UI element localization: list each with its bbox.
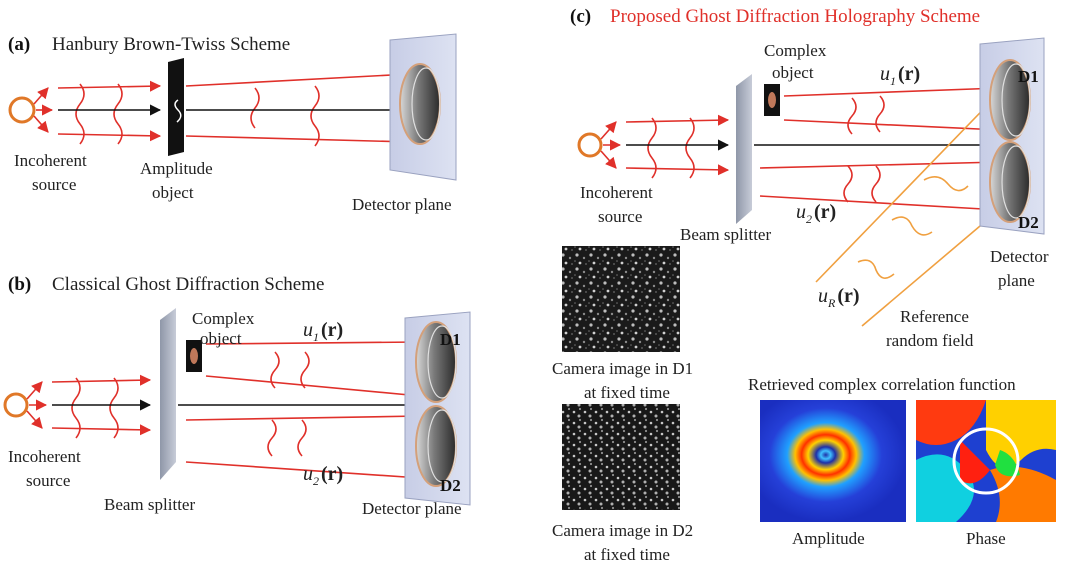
panel-b: (b) Classical Ghost Diffraction Scheme bbox=[3, 274, 471, 518]
object-b-label-1: Complex bbox=[192, 309, 255, 328]
beams-b-out bbox=[185, 336, 422, 483]
panel-b-tag: (b) bbox=[8, 274, 31, 295]
object-b-label-2: object bbox=[200, 329, 242, 348]
phase-image bbox=[916, 400, 1056, 522]
d2-b-label: D2 bbox=[440, 476, 461, 495]
detector-a-label: Detector plane bbox=[352, 195, 452, 214]
reference-label-1: Reference bbox=[900, 307, 969, 326]
source-a-label-2: source bbox=[32, 175, 76, 194]
beams-b-in bbox=[51, 374, 152, 439]
splitter-b-label: Beam splitter bbox=[104, 495, 195, 514]
source-b-label-2: source bbox=[26, 471, 70, 490]
object-a-label-2: object bbox=[152, 183, 194, 202]
source-c-label-2: source bbox=[598, 207, 642, 226]
d1-b-label: D1 bbox=[440, 330, 461, 349]
panel-c: (c) Proposed Ghost Diffraction Holograph… bbox=[552, 6, 1056, 564]
uR-c-symbol: uR(r) bbox=[818, 285, 860, 310]
amplitude-label: Amplitude bbox=[792, 529, 865, 548]
panel-a-title: Hanbury Brown-Twiss Scheme bbox=[52, 34, 290, 55]
source-a-label-1: Incoherent bbox=[14, 151, 87, 170]
incoherent-source-a bbox=[8, 96, 36, 124]
detector-c-label-2: plane bbox=[998, 271, 1035, 290]
panel-c-tag: (c) bbox=[570, 6, 591, 27]
phase-label: Phase bbox=[966, 529, 1006, 548]
reference-label-2: random field bbox=[886, 331, 974, 350]
camera-d1-label-2: at fixed time bbox=[584, 383, 670, 402]
u2-b-symbol: u2(r) bbox=[303, 463, 343, 488]
object-c-label-1: Complex bbox=[764, 41, 827, 60]
beam-splitter-b bbox=[160, 308, 176, 480]
d2-c-label: D2 bbox=[1018, 213, 1039, 232]
detector-b-label: Detector plane bbox=[362, 499, 462, 518]
camera-image-d2 bbox=[562, 404, 680, 510]
panel-a: (a) Hanbury Brown-Twiss Scheme bbox=[8, 33, 457, 214]
beams-c-out bbox=[759, 82, 1002, 216]
detector-c-label-1: Detector bbox=[990, 247, 1049, 266]
panel-a-tag: (a) bbox=[8, 34, 30, 55]
camera-image-d1 bbox=[562, 246, 680, 352]
d1-c-label: D1 bbox=[1018, 67, 1039, 86]
panel-c-title: Proposed Ghost Diffraction Holography Sc… bbox=[610, 6, 980, 27]
camera-d2-label-2: at fixed time bbox=[584, 545, 670, 564]
source-b-label-1: Incoherent bbox=[8, 447, 81, 466]
detector-d2-b bbox=[415, 405, 457, 487]
beam-splitter-c bbox=[736, 74, 752, 224]
incoherent-source-c bbox=[577, 132, 603, 158]
camera-d1-label-1: Camera image in D1 bbox=[552, 359, 693, 378]
source-c-label-1: Incoherent bbox=[580, 183, 653, 202]
camera-d2-label-1: Camera image in D2 bbox=[552, 521, 693, 540]
amplitude-image bbox=[760, 400, 906, 522]
u1-c-symbol: u1(r) bbox=[880, 63, 920, 88]
incoherent-source-b bbox=[3, 392, 29, 418]
beams-a-out bbox=[185, 68, 412, 148]
retrieved-title: Retrieved complex correlation function bbox=[748, 375, 1016, 394]
detector-d2-c bbox=[989, 141, 1031, 223]
object-c-label-2: object bbox=[772, 63, 814, 82]
object-a-label-1: Amplitude bbox=[140, 159, 213, 178]
u1-b-symbol: u1(r) bbox=[303, 319, 343, 344]
u2-c-symbol: u2(r) bbox=[796, 201, 836, 226]
panel-b-title: Classical Ghost Diffraction Scheme bbox=[52, 274, 324, 295]
beams-c-in bbox=[625, 114, 730, 179]
splitter-c-label: Beam splitter bbox=[680, 225, 771, 244]
detector-a bbox=[399, 63, 441, 145]
beams-a-in bbox=[57, 80, 162, 145]
